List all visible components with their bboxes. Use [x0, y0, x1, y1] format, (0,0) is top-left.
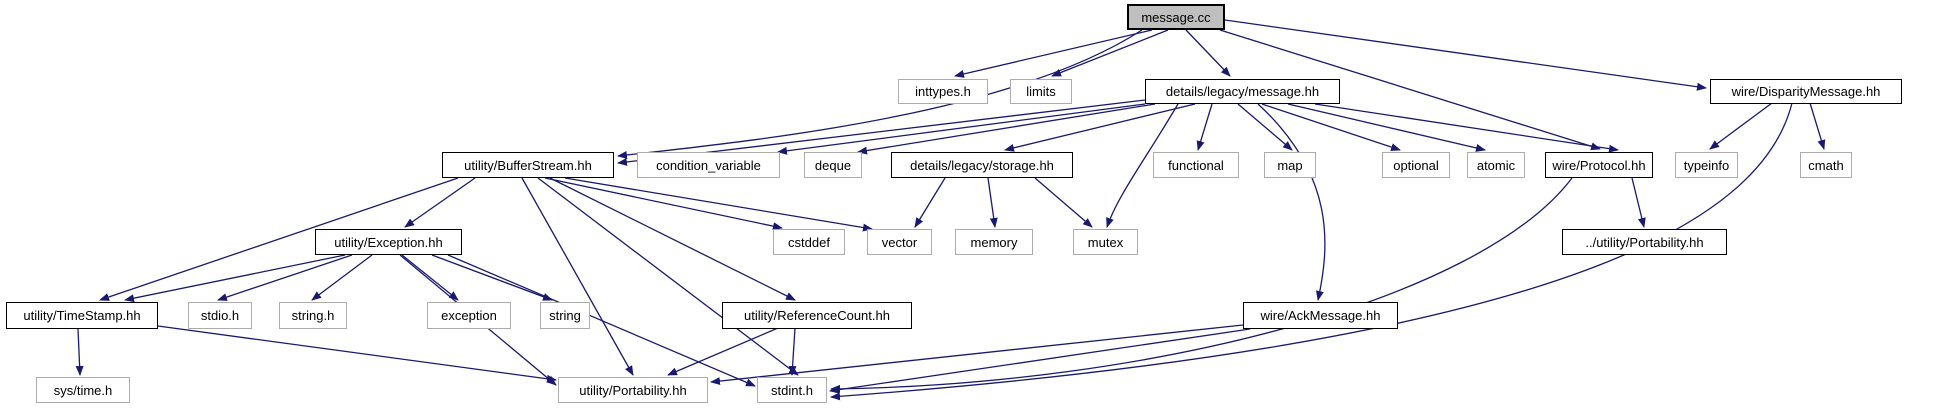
edge-exception-hh-to-stdio-h	[217, 254, 353, 301]
edge-legacy-message-hh-to-mutex	[1106, 103, 1179, 228]
edge-buffer-stream-hh-to-stdint-h	[537, 177, 799, 376]
node-atomic[interactable]: atomic	[1467, 152, 1525, 178]
node-optional[interactable]: optional	[1382, 152, 1450, 178]
node-reference-count-hh[interactable]: utility/ReferenceCount.hh	[722, 302, 912, 329]
node-portability-hh[interactable]: utility/Portability.hh	[558, 377, 708, 403]
node-legacy-storage-hh[interactable]: details/legacy/storage.hh	[891, 152, 1073, 178]
edge-legacy-message-hh-to-deque	[857, 103, 1156, 155]
edge-ack-message-hh-to-stdint-h	[829, 328, 1251, 394]
edge-message-cc-to-limits	[1051, 29, 1169, 77]
node-ack-message-hh[interactable]: wire/AckMessage.hh	[1243, 302, 1398, 329]
edge-legacy-storage-hh-to-vector	[914, 177, 946, 228]
edge-disparity-message-hh-to-stdint-h	[830, 102, 1793, 401]
edge-legacy-message-hh-to-ack-message-hh	[1257, 103, 1326, 301]
node-exception[interactable]: exception	[427, 302, 511, 329]
edge-timestamp-hh-to-sys-time-h	[75, 328, 84, 376]
edge-legacy-message-hh-to-protocol-hh	[1314, 103, 1619, 153]
edge-disparity-message-hh-to-cmath	[1809, 102, 1826, 150]
node-timestamp-hh[interactable]: utility/TimeStamp.hh	[6, 302, 158, 329]
node-stdio-h[interactable]: stdio.h	[188, 302, 252, 329]
edge-legacy-message-hh-to-functional	[1196, 103, 1213, 151]
edge-exception-hh-to-string-h	[311, 254, 373, 301]
edge-exception-hh-to-timestamp-hh	[124, 254, 346, 303]
node-functional[interactable]: functional	[1153, 152, 1239, 178]
edge-buffer-stream-hh-to-cstddef	[544, 177, 783, 231]
node-memory[interactable]: memory	[955, 229, 1033, 255]
edge-legacy-message-hh-to-condition-variable	[777, 103, 1146, 155]
node-mutex[interactable]: mutex	[1073, 229, 1138, 255]
edge-message-cc-to-buffer-stream-hh	[617, 29, 1143, 159]
node-typeinfo[interactable]: typeinfo	[1675, 152, 1738, 178]
edge-ack-message-hh-to-portability-hh	[710, 324, 1244, 386]
edge-buffer-stream-hh-to-timestamp-hh	[99, 177, 459, 301]
edge-message-cc-to-inttypes-h	[954, 29, 1153, 78]
node-string[interactable]: string	[540, 302, 590, 329]
node-message-cc[interactable]: message.cc	[1127, 4, 1225, 30]
node-legacy-message-hh[interactable]: details/legacy/message.hh	[1145, 79, 1340, 104]
node-string-h[interactable]: string.h	[279, 302, 347, 329]
node-sys-time-h[interactable]: sys/time.h	[36, 377, 130, 403]
edge-legacy-message-hh-to-map	[1237, 103, 1293, 151]
node-protocol-hh[interactable]: wire/Protocol.hh	[1545, 152, 1653, 178]
edge-buffer-stream-hh-to-vector	[564, 177, 873, 232]
edge-exception-hh-to-string	[431, 254, 553, 301]
node-buffer-stream-hh[interactable]: utility/BufferStream.hh	[442, 152, 614, 178]
edge-legacy-message-hh-to-optional	[1261, 103, 1401, 151]
node-inttypes-h[interactable]: inttypes.h	[898, 79, 988, 104]
edge-buffer-stream-hh-to-reference-count-hh	[549, 177, 796, 301]
edge-buffer-stream-hh-to-portability-hh	[521, 177, 634, 376]
node-disparity-message-hh[interactable]: wire/DisparityMessage.hh	[1710, 79, 1902, 104]
edge-legacy-message-hh-to-legacy-storage-hh	[1004, 103, 1196, 152]
node-stdint-h[interactable]: stdint.h	[757, 377, 827, 403]
edge-reference-count-hh-to-portability-hh	[667, 327, 779, 376]
node-exception-hh[interactable]: utility/Exception.hh	[315, 229, 462, 255]
node-cmath[interactable]: cmath	[1800, 152, 1852, 178]
edge-message-cc-to-protocol-hh	[1219, 29, 1601, 151]
node-rel-portability-hh[interactable]: ../utility/Portability.hh	[1562, 229, 1727, 255]
node-condition-variable[interactable]: condition_variable	[637, 152, 780, 178]
edge-exception-hh-to-stdint-h	[447, 254, 756, 387]
edge-message-cc-to-legacy-message-hh	[1185, 29, 1231, 77]
edge-timestamp-hh-to-portability-hh	[157, 325, 557, 383]
edge-message-cc-to-disparity-message-hh	[1224, 19, 1707, 91]
edge-buffer-stream-hh-to-exception-hh	[404, 177, 476, 228]
edge-protocol-hh-to-rel-portability-hh	[1631, 177, 1646, 228]
edge-legacy-storage-hh-to-memory	[987, 177, 998, 228]
node-map[interactable]: map	[1264, 152, 1316, 178]
edge-legacy-message-hh-to-atomic	[1287, 103, 1486, 152]
node-cstddef[interactable]: cstddef	[773, 229, 845, 255]
node-vector[interactable]: vector	[867, 229, 932, 255]
edge-disparity-message-hh-to-typeinfo	[1709, 102, 1773, 150]
edge-reference-count-hh-to-stdint-h	[788, 327, 797, 376]
node-limits[interactable]: limits	[1010, 79, 1072, 104]
edge-legacy-storage-hh-to-mutex	[1034, 177, 1093, 228]
edge-exception-hh-to-exception	[401, 254, 459, 301]
node-deque[interactable]: deque	[804, 152, 862, 178]
